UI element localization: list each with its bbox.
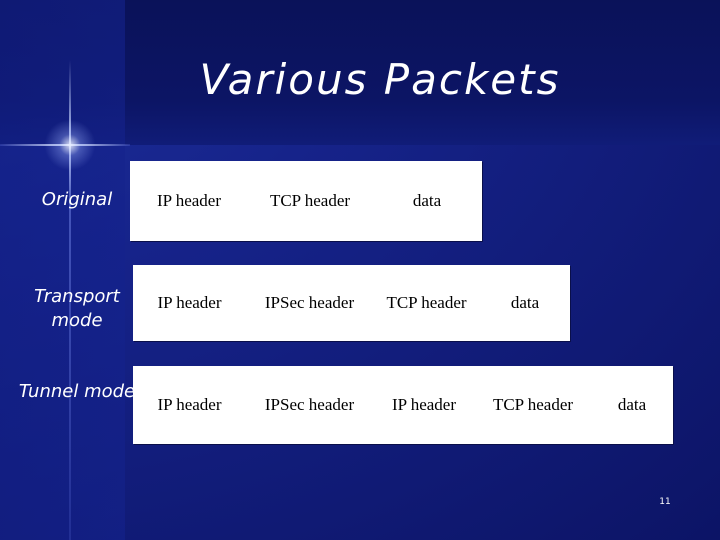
packet-field: IP header <box>156 191 222 210</box>
lens-flare-glow <box>40 115 100 175</box>
page-number: 11 <box>659 497 671 507</box>
packet-original: IP header TCP header data <box>130 161 482 241</box>
packet-field: IPSec header <box>264 395 355 414</box>
lens-flare-vertical <box>69 60 71 540</box>
packet-field: data <box>510 293 540 312</box>
packet-field: data <box>412 191 442 210</box>
packet-field: IP header <box>391 395 457 414</box>
row-label-original: Original <box>41 189 113 210</box>
slide-title: Various Packets <box>199 55 561 104</box>
packet-field: TCP header <box>386 293 467 312</box>
packet-field: IP header <box>157 395 222 414</box>
row-label-transport-mode: Transport mode <box>34 286 120 331</box>
packet-field: TCP header <box>269 191 351 210</box>
packet-field: IP header <box>157 293 222 312</box>
packet-field: IPSec header <box>264 293 355 312</box>
background-left-band <box>0 0 125 540</box>
packet-tunnel-mode: IP header IPSec header IP header TCP hea… <box>133 366 673 444</box>
packet-field: data <box>617 395 647 414</box>
row-label-tunnel-mode: Tunnel mode <box>18 381 136 402</box>
packet-field: TCP header <box>492 395 574 414</box>
packet-transport-mode: IP header IPSec header TCP header data <box>133 265 570 341</box>
